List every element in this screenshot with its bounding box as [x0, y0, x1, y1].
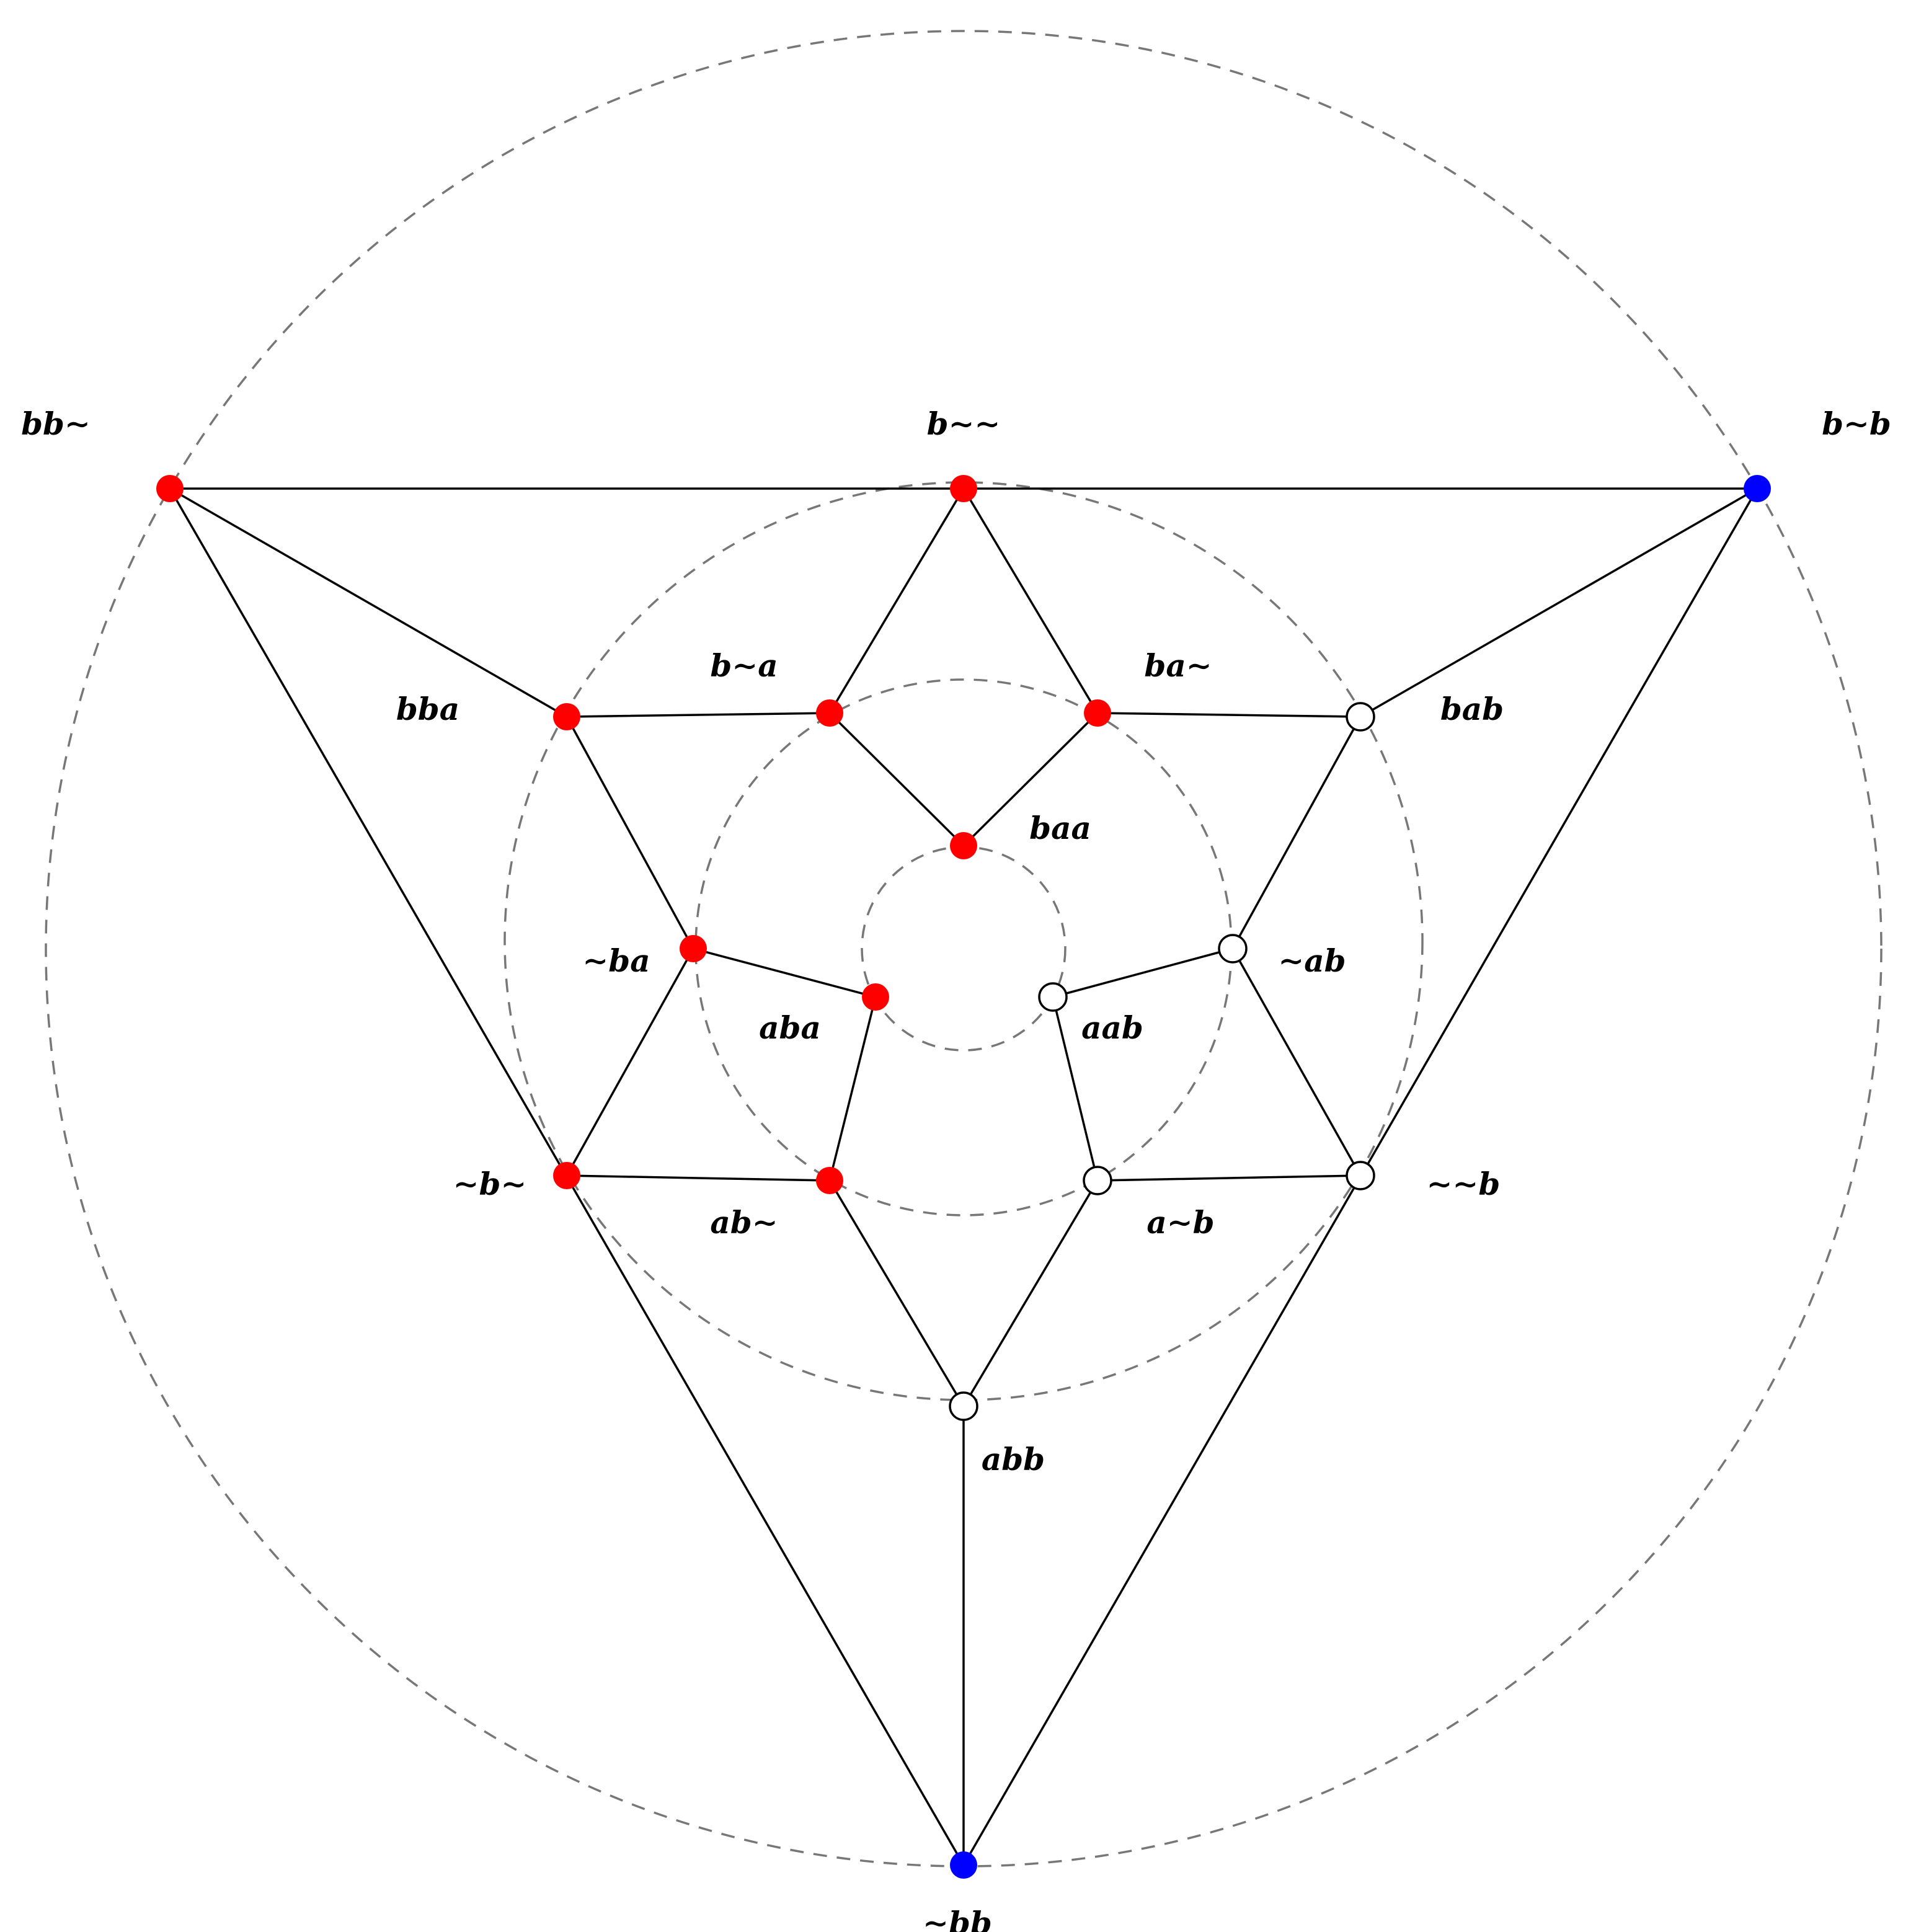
- node-ab~: [816, 1167, 843, 1194]
- node-label-bab: bab: [1440, 691, 1504, 727]
- edge-aab-a~b: [1052, 996, 1099, 1182]
- node-b~b: [1744, 475, 1771, 502]
- node-abb: [949, 1391, 978, 1421]
- graph-nodes: [156, 475, 1771, 1879]
- node-aba: [862, 983, 889, 1011]
- node-label-a~b: a∼b: [1146, 1204, 1214, 1241]
- node-~ab: [1218, 934, 1248, 964]
- edge-aba-ab~: [828, 996, 877, 1182]
- node-~~b: [1346, 1161, 1375, 1190]
- dashed-ring-2: [503, 481, 1424, 1401]
- edge-b~~-ba~: [962, 487, 1099, 714]
- edge-~ab-~~b: [1231, 947, 1362, 1177]
- node-~b~: [553, 1162, 580, 1189]
- dashed-ring-4: [861, 846, 1067, 1052]
- edge-a~b-~~b: [1096, 1174, 1362, 1182]
- edge-a~b-abb: [962, 1179, 1099, 1407]
- edge-b~~-b~a: [828, 487, 965, 714]
- edge-~ab-aab: [1052, 947, 1234, 998]
- edge-ba~-bab: [1096, 712, 1362, 718]
- node-label-b~a: b∼a: [710, 647, 778, 684]
- node-b~a: [816, 699, 843, 727]
- graph-edges: [169, 487, 1759, 1866]
- node-label-~ba: ∼ba: [582, 942, 650, 979]
- edge-b~b-bab: [1359, 487, 1759, 718]
- edge-ab~-abb: [828, 1179, 965, 1407]
- node-~bb: [950, 1851, 977, 1879]
- node-label-~bb: ∼bb: [923, 1905, 992, 1932]
- node-label-aab: aab: [1081, 1009, 1143, 1046]
- node-label-baa: baa: [1029, 810, 1091, 846]
- node-~ba: [680, 935, 707, 962]
- node-ba~: [1084, 699, 1111, 727]
- node-label-~ab: ∼ab: [1278, 942, 1346, 979]
- edge-bab-~ab: [1231, 716, 1362, 950]
- node-label-ba~: ba∼: [1144, 647, 1212, 684]
- edge-~ba-aba: [692, 947, 877, 998]
- node-label-ab~: ab∼: [710, 1204, 778, 1241]
- node-a~b: [1083, 1166, 1112, 1195]
- node-bab: [1346, 702, 1375, 732]
- edge-bba-b~a: [565, 712, 831, 718]
- node-label-abb: abb: [982, 1441, 1045, 1478]
- node-labels: bb∼ b∼∼ b∼b bba b∼a ba∼ bab baa ∼ba ∼ab aba aab ∼b∼ a…: [21, 405, 1891, 1932]
- edge-bb~-bba: [169, 487, 568, 718]
- node-bba: [553, 703, 580, 730]
- node-label-bba: bba: [396, 691, 459, 727]
- node-aab: [1038, 982, 1068, 1012]
- node-b~~: [950, 475, 977, 502]
- edge-b~a-baa: [828, 712, 965, 847]
- edge-bba-~ba: [565, 716, 694, 950]
- node-baa: [950, 832, 977, 859]
- node-bb~: [156, 475, 184, 502]
- node-label-bb~: bb∼: [21, 405, 91, 442]
- node-label-b~~: b∼∼: [927, 405, 1001, 442]
- node-label-aba: aba: [759, 1009, 821, 1046]
- edge-~ba-~b~: [565, 947, 694, 1177]
- edge-ba~-baa: [962, 712, 1099, 847]
- dashed-ring-3: [694, 678, 1233, 1216]
- node-label-~b~: ∼b∼: [453, 1166, 527, 1202]
- node-label-~~b: ∼∼b: [1427, 1166, 1501, 1202]
- edge-~b~-ab~: [565, 1174, 831, 1182]
- node-label-b~b: b∼b: [1822, 405, 1891, 442]
